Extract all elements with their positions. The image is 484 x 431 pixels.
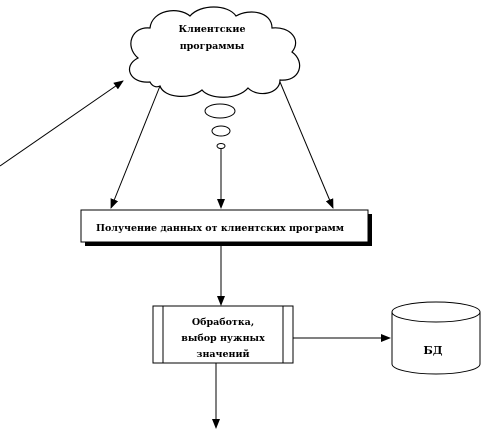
process-label-line2: выбор нужных (181, 333, 265, 344)
cloud-label-line2: программы (180, 41, 245, 52)
receive-data-box: Получение данных от клиентских программ (80, 209, 372, 246)
database-label: БД (423, 344, 442, 357)
cloud-client-programs: Клиентские программы (128, 6, 301, 98)
database-top (391, 301, 481, 323)
process-label-line1: Обработка, (192, 317, 254, 328)
thought-bubble-medium (211, 125, 231, 137)
thought-bubble-large (204, 103, 236, 119)
arrow-cloud-to-receive-left (110, 85, 161, 209)
database-body (391, 312, 481, 375)
receive-box-label: Получение данных от клиентских программ (96, 223, 344, 234)
arrow-incoming-to-cloud (0, 80, 124, 167)
thought-bubble-small (216, 143, 226, 149)
process-box: Обработка, выбор нужных значений (152, 305, 294, 364)
cloud-shape (128, 6, 301, 98)
database-cylinder: БД (391, 301, 481, 375)
receive-box-shape (80, 209, 369, 243)
cloud-label-line1: Клиентские (178, 24, 245, 35)
process-label-line3: значений (196, 349, 249, 360)
process-box-shape (152, 305, 294, 364)
arrow-cloud-to-receive-right (279, 81, 334, 209)
